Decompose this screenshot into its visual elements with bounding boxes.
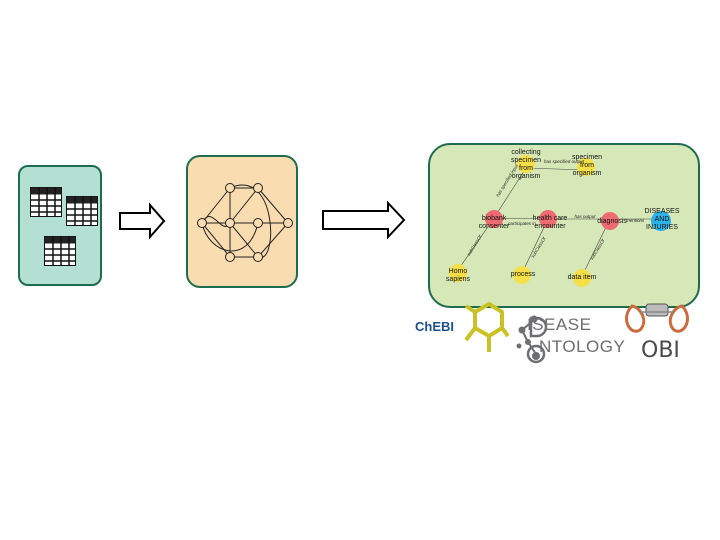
node-collecting-specimen: collecting specimen from organism — [511, 149, 541, 180]
node-process: process — [510, 271, 536, 278]
data-tables-panel — [18, 165, 102, 286]
node-specimen-from-organism: specimen from organism — [572, 154, 602, 177]
edge-label-has-specified-output: has specified output — [544, 159, 585, 164]
obi-logo-icon — [625, 303, 689, 333]
chebi-logo-text: ChEBI — [415, 319, 454, 334]
edge-label-has-output: has output — [574, 214, 596, 219]
node-data-item: data item — [567, 274, 597, 281]
node-diseases-and-injuries: DISEASES AND INJURIES — [644, 208, 680, 231]
graph-network-icon — [197, 183, 293, 262]
table-icon — [66, 196, 98, 226]
node-health-care-encounter: health care encounter — [532, 215, 568, 230]
edge-label-mentions: mentions — [626, 218, 645, 223]
disease-ontology-logo: ISEASE NTOLOGY — [527, 314, 625, 358]
table-icon — [44, 236, 76, 266]
disease-ontology-line2: NTOLOGY — [539, 337, 626, 356]
edge-label-participates-in: participates in — [508, 221, 536, 226]
right-arrow-icon — [119, 202, 166, 240]
obi-logo-text: OBI — [641, 338, 680, 363]
right-arrow-icon — [322, 200, 406, 240]
node-homo-sapiens: Homo sapiens — [445, 268, 471, 283]
disease-ontology-line1: ISEASE — [527, 315, 592, 334]
table-icon — [30, 187, 62, 217]
node-diagnosis: diagnosis — [597, 218, 627, 225]
chebi-molecule-icon — [464, 302, 510, 352]
graph-panel — [186, 155, 298, 288]
node-biobank-consenter: biobank consenter — [478, 215, 510, 230]
